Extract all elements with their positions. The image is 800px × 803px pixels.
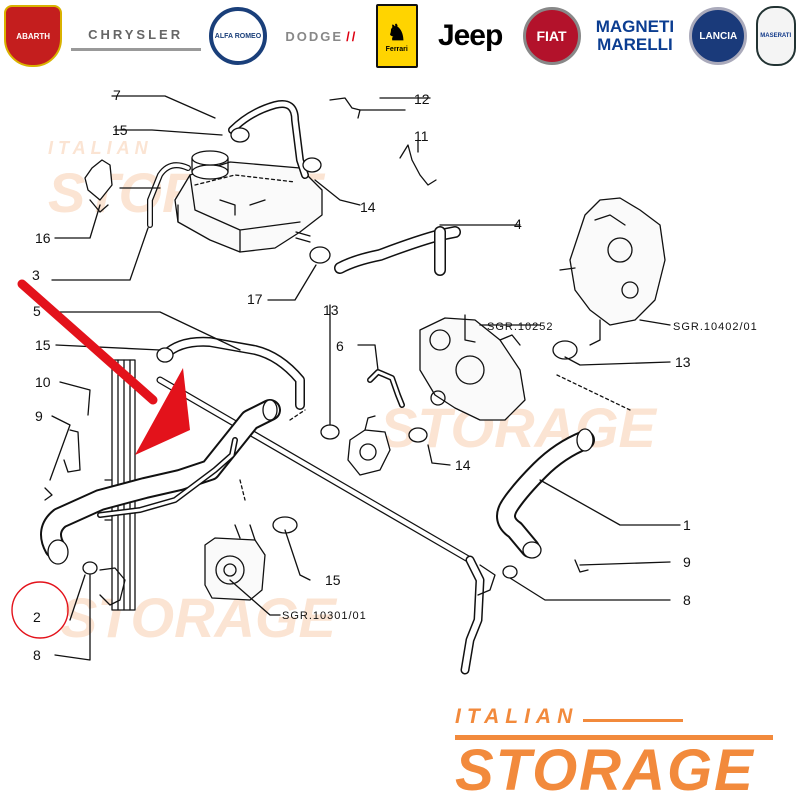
dodge-stripes-icon: // xyxy=(346,28,358,44)
maserati-logo: MASERATI xyxy=(755,6,796,66)
fiat-badge: FIAT xyxy=(522,7,581,65)
callout-13-right: 13 xyxy=(675,354,691,370)
callout-13-center: 13 xyxy=(323,302,339,318)
callout-10: 10 xyxy=(35,374,51,390)
clip-16 xyxy=(84,159,113,213)
callout-16: 16 xyxy=(35,230,51,246)
prancing-horse-icon: ♞ xyxy=(386,19,407,45)
clip-15-low xyxy=(272,516,298,534)
callout-14-top: 14 xyxy=(360,199,376,215)
clip-9-right xyxy=(574,559,589,573)
clip-15-top xyxy=(230,127,250,143)
ref-sgr-10301: SGR.10301/01 xyxy=(282,610,367,622)
oil-cooler xyxy=(204,524,266,601)
thermostat-housing xyxy=(559,197,666,346)
italian-storage-watermark: ITALIAN STORAGE xyxy=(455,705,775,803)
highlight-arrow xyxy=(17,279,190,455)
clip-hose2-end xyxy=(47,539,69,565)
callout-17: 17 xyxy=(247,291,263,307)
dodge-logo: DODGE// xyxy=(275,6,367,66)
clip-13-right xyxy=(552,340,578,360)
watermark-line xyxy=(583,719,683,722)
alfa-romeo-logo: ALFA ROMEO xyxy=(208,6,267,66)
callout-3: 3 xyxy=(32,267,40,283)
callout-11: 11 xyxy=(414,128,429,144)
lancia-badge: LANCIA xyxy=(689,7,748,65)
callout-4: 4 xyxy=(514,216,522,232)
wings-icon: CHRYSLER xyxy=(70,22,201,51)
callout-2: 2 xyxy=(33,609,41,625)
dodge-wordmark: DODGE xyxy=(285,28,344,44)
expansion-tank xyxy=(174,150,323,253)
lancia-logo: LANCIA xyxy=(689,6,748,66)
callout-14-center: 14 xyxy=(455,457,471,473)
callout-7: 7 xyxy=(113,87,121,103)
callout-5: 5 xyxy=(33,303,41,319)
cooling-system-diagram: 7 15 12 11 16 14 4 3 17 5 13 6 15 13 10 … xyxy=(11,87,758,675)
magneti-marelli-wordmark: MAGNETI MARELLI xyxy=(595,17,675,54)
callout-15-top: 15 xyxy=(112,122,128,138)
alfa-romeo-badge: ALFA ROMEO xyxy=(208,7,267,65)
fitting-8-left xyxy=(82,561,126,606)
callout-6: 6 xyxy=(336,338,344,354)
ferrari-logo: ♞Ferrari xyxy=(375,4,418,68)
wire-11 xyxy=(399,144,437,186)
highlight-circle xyxy=(11,581,69,639)
callout-12: 12 xyxy=(414,91,430,107)
ref-sgr-10252: SGR.10252 xyxy=(487,321,553,333)
jeep-logo: Jeep xyxy=(426,6,514,66)
trident-icon: MASERATI xyxy=(755,6,796,66)
clip-17 xyxy=(309,246,331,264)
magneti-marelli-logo: MAGNETI MARELLI xyxy=(589,6,681,66)
water-pump xyxy=(419,314,526,421)
callout-15-low: 15 xyxy=(325,572,341,588)
jeep-wordmark: Jeep xyxy=(437,19,503,52)
callout-9-left: 9 xyxy=(35,408,43,424)
clip-14-top xyxy=(302,157,322,173)
callout-9-right: 9 xyxy=(683,554,691,570)
coolant-valve xyxy=(347,415,391,476)
chrysler-logo: CHRYSLER xyxy=(70,6,201,66)
watermark-storage: STORAGE xyxy=(455,738,755,803)
bracket-12 xyxy=(329,97,361,119)
ferrari-wordmark: Ferrari xyxy=(385,45,408,53)
scorpion-icon: ABARTH xyxy=(4,5,63,67)
fiat-logo: FIAT xyxy=(522,6,581,66)
clip-13-center xyxy=(320,424,340,440)
clip-9-left xyxy=(44,487,53,501)
bracket-10 xyxy=(63,429,81,473)
abarth-logo: ABARTH xyxy=(4,5,63,67)
watermark-italian: ITALIAN xyxy=(455,705,579,728)
clip-15-mid xyxy=(156,347,174,363)
brand-logo-bar: ABARTH CHRYSLER ALFA ROMEO DODGE// ♞Ferr… xyxy=(0,0,800,72)
clip-14-center xyxy=(408,427,428,443)
ref-sgr-10402: SGR.10402/01 xyxy=(673,321,758,333)
callout-15-mid: 15 xyxy=(35,337,51,353)
callout-8-right: 8 xyxy=(683,592,691,608)
callout-8-left: 8 xyxy=(33,647,41,663)
callout-1: 1 xyxy=(683,517,691,533)
watermark-bar xyxy=(455,735,773,740)
